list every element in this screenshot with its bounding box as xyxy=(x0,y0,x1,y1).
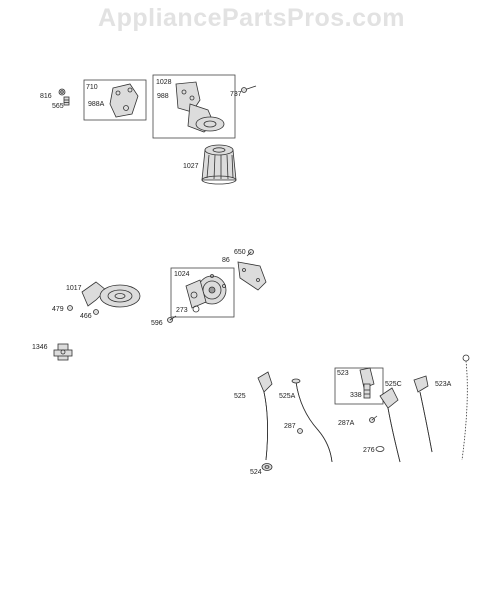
part-287a-screw[interactable] xyxy=(369,415,378,423)
box-1024 xyxy=(170,267,235,318)
part-1027-oil-filter[interactable] xyxy=(201,144,237,185)
part-273-o-ring[interactable] xyxy=(192,305,200,313)
label-287a: 287A xyxy=(338,420,355,427)
box-523 xyxy=(334,367,384,405)
label-525: 525 xyxy=(234,393,246,400)
part-287-screw[interactable] xyxy=(297,428,303,434)
label-650: 650 xyxy=(234,249,246,256)
part-523a-dipstick-tube[interactable] xyxy=(413,375,433,453)
label-338: 338 xyxy=(350,392,362,399)
label-273: 273 xyxy=(176,307,188,314)
label-525a: 525A xyxy=(279,393,296,400)
label-710: 710 xyxy=(86,84,98,91)
label-737: 737 xyxy=(230,91,242,98)
part-816-screw[interactable] xyxy=(58,88,66,96)
label-565: 565 xyxy=(52,103,64,110)
part-525a-dipstick-tube[interactable] xyxy=(291,378,333,463)
part-525-dipstick-tube[interactable] xyxy=(257,371,273,461)
label-1346: 1346 xyxy=(32,344,48,351)
label-287: 287 xyxy=(284,423,296,430)
label-479: 479 xyxy=(52,306,64,313)
part-1017-oil-pickup[interactable] xyxy=(81,281,141,308)
part-1346-fitting[interactable] xyxy=(53,343,73,361)
part-338-dipstick-cap[interactable] xyxy=(359,367,375,399)
part-479-screw[interactable] xyxy=(67,305,73,311)
part-650-screw[interactable] xyxy=(246,249,254,257)
label-596: 596 xyxy=(151,320,163,327)
part-466-screw[interactable] xyxy=(93,309,99,315)
label-1017: 1017 xyxy=(66,285,82,292)
label-276: 276 xyxy=(363,447,375,454)
watermark: AppliancePartsPros.com xyxy=(98,4,405,32)
box-710 xyxy=(83,79,147,121)
part-524-grommet[interactable] xyxy=(261,463,273,471)
label-988: 988 xyxy=(157,93,169,100)
part-565-fitting[interactable] xyxy=(63,96,70,106)
label-816: 816 xyxy=(40,93,52,100)
label-525c: 525C xyxy=(385,381,402,388)
label-86: 86 xyxy=(222,257,230,264)
label-1024: 1024 xyxy=(174,271,190,278)
part-86-cover-plate[interactable] xyxy=(237,261,267,291)
label-1027: 1027 xyxy=(183,163,199,170)
part-525c-dipstick-tube[interactable] xyxy=(379,387,401,463)
box-1028 xyxy=(152,74,236,139)
part-988a-gasket[interactable] xyxy=(109,83,139,118)
part-596-screw[interactable] xyxy=(167,315,177,323)
part-988-filter-adapter[interactable] xyxy=(175,81,225,133)
part-1024-oil-pump[interactable] xyxy=(185,274,227,309)
label-523: 523 xyxy=(337,370,349,377)
label-466: 466 xyxy=(80,313,92,320)
part-276-o-ring[interactable] xyxy=(375,446,385,452)
label-1028: 1028 xyxy=(156,79,172,86)
part-737-screw[interactable] xyxy=(241,85,257,93)
label-524: 524 xyxy=(250,469,262,476)
label-988a: 988A xyxy=(88,101,105,108)
part-dipstick-rod[interactable] xyxy=(461,354,470,461)
label-523a: 523A xyxy=(435,381,452,388)
